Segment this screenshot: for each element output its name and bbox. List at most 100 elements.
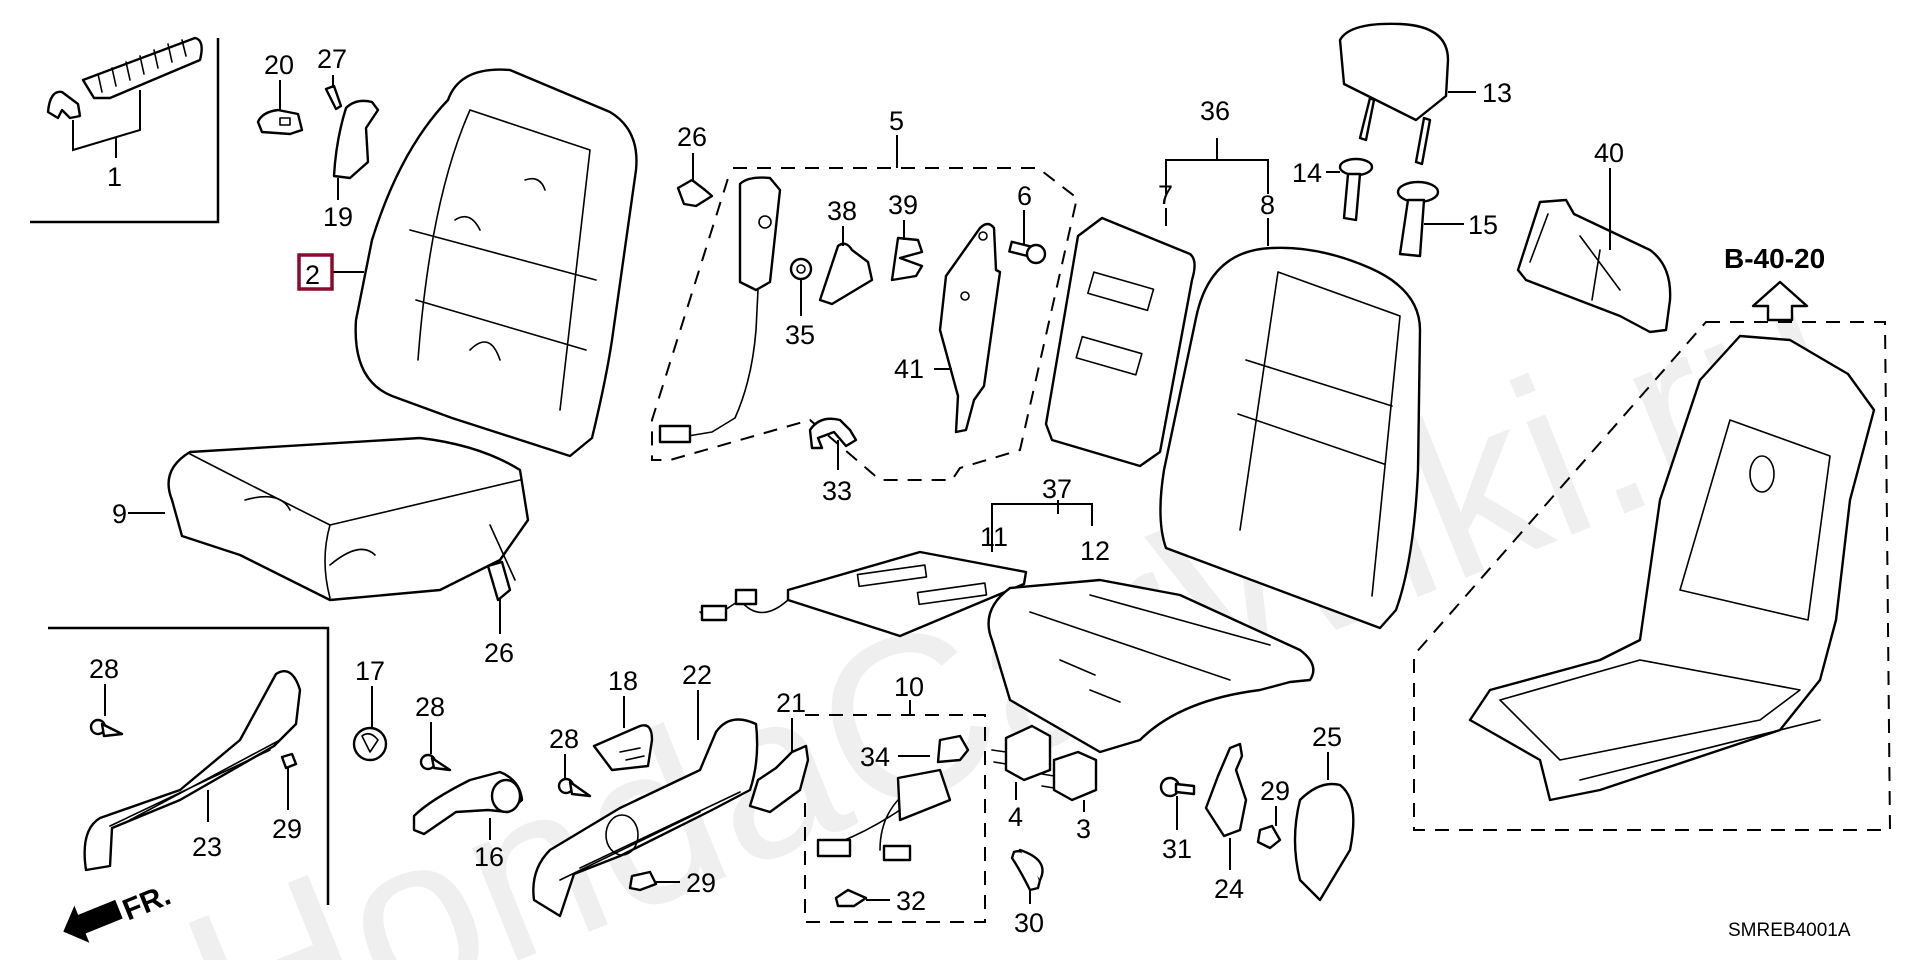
callout-38[interactable]: 38 <box>827 196 857 226</box>
part-38-wire-clip[interactable] <box>818 242 874 306</box>
callout-17[interactable]: 17 <box>355 656 385 686</box>
part-16-handle[interactable] <box>412 770 524 836</box>
callout-39[interactable]: 39 <box>888 190 918 220</box>
part-35-nut[interactable] <box>789 257 813 281</box>
callout-3[interactable]: 3 <box>1076 814 1091 844</box>
reference-label[interactable]: B-40-20 <box>1724 243 1825 274</box>
part-39-clip[interactable] <box>890 236 924 282</box>
callout-13[interactable]: 13 <box>1482 78 1512 108</box>
part-24-bracket[interactable] <box>1204 742 1248 838</box>
part-29-clip-right[interactable] <box>1256 824 1282 850</box>
callout-40[interactable]: 40 <box>1594 138 1624 168</box>
part-30-band-clip[interactable] <box>1010 848 1044 892</box>
part-15-guide-lock[interactable] <box>1396 180 1440 258</box>
part-12-cushion-pad[interactable] <box>987 578 1315 754</box>
front-arrow-icon: FR. <box>63 878 175 943</box>
reference-arrow-icon[interactable] <box>1751 280 1809 322</box>
callout-23[interactable]: 23 <box>192 832 222 862</box>
callout-35[interactable]: 35 <box>785 320 815 350</box>
callout-25[interactable]: 25 <box>1312 722 1342 752</box>
part-34-clip[interactable] <box>936 734 970 764</box>
seat-frame[interactable] <box>1468 334 1876 802</box>
callout-26-upper[interactable]: 26 <box>677 122 707 152</box>
callout-32[interactable]: 32 <box>896 886 926 916</box>
part-20-bracket[interactable] <box>256 108 304 136</box>
callout-28-left[interactable]: 28 <box>89 654 119 684</box>
part-25-cover[interactable] <box>1293 782 1355 902</box>
part-5-group-outline <box>651 167 1079 481</box>
part-13-headrest[interactable] <box>1338 22 1450 166</box>
callout-7[interactable]: 7 <box>1158 180 1173 210</box>
part-29-clip-left[interactable] <box>280 752 298 770</box>
callout-29-mid[interactable]: 29 <box>686 868 716 898</box>
callout-19[interactable]: 19 <box>323 202 353 232</box>
callout-34[interactable]: 34 <box>860 742 890 772</box>
callout-1[interactable]: 1 <box>107 162 122 192</box>
callout-11[interactable]: 11 <box>980 522 1008 552</box>
callout-26-lower[interactable]: 26 <box>484 638 514 668</box>
callout-21[interactable]: 21 <box>776 688 806 718</box>
part-11-heater-pad[interactable] <box>699 550 1028 638</box>
callout-15[interactable]: 15 <box>1468 210 1498 240</box>
part-1-clips[interactable] <box>46 36 203 120</box>
callout-5[interactable]: 5 <box>889 106 904 136</box>
part-8-seatback-pad[interactable] <box>1159 246 1422 630</box>
callout-18[interactable]: 18 <box>608 666 638 696</box>
callout-41[interactable]: 41 <box>894 354 924 384</box>
part-21-cover[interactable] <box>748 744 810 814</box>
part-10-switch-harness[interactable] <box>816 768 952 862</box>
callout-28-mid[interactable]: 28 <box>415 692 445 722</box>
part-2-seatback-cover[interactable] <box>354 68 638 458</box>
callout-9[interactable]: 9 <box>112 499 127 529</box>
callout-4[interactable]: 4 <box>1008 802 1023 832</box>
callout-14[interactable]: 14 <box>1292 158 1322 188</box>
callout-28-right[interactable]: 28 <box>549 724 579 754</box>
part-40-back-trim[interactable] <box>1516 198 1672 334</box>
part-28-screw-right[interactable] <box>557 777 592 798</box>
callout-24[interactable]: 24 <box>1214 874 1244 904</box>
callout-36[interactable]: 36 <box>1200 96 1230 126</box>
part-26-clip-lower[interactable] <box>486 560 512 602</box>
callout-16[interactable]: 16 <box>474 842 504 872</box>
part-22-side-trim[interactable] <box>532 718 759 918</box>
callout-labels: 1 2 3 4 5 6 7 8 9 10 11 12 13 14 15 16 1… <box>89 44 1624 938</box>
leader-1 <box>72 90 141 158</box>
part-26-clip-upper[interactable] <box>676 178 714 208</box>
highlight-box-part-2 <box>297 253 334 291</box>
callout-6[interactable]: 6 <box>1017 181 1032 211</box>
part-7-heater-pad[interactable] <box>1044 216 1196 468</box>
part-23-group-frame <box>48 626 330 905</box>
part-5-side-airbag[interactable] <box>658 176 782 444</box>
part-4-relay[interactable] <box>991 724 1052 782</box>
callout-33[interactable]: 33 <box>822 476 852 506</box>
callout-27[interactable]: 27 <box>317 44 347 74</box>
part-29-clip-mid[interactable] <box>628 870 658 892</box>
part-9-cushion-cover[interactable] <box>167 436 530 602</box>
callout-2[interactable]: 2 <box>305 260 320 290</box>
part-18-knob[interactable] <box>592 724 654 772</box>
part-19-trim[interactable] <box>332 99 380 180</box>
part-28-screw-left[interactable] <box>89 718 124 738</box>
callout-29-left[interactable]: 29 <box>272 814 302 844</box>
part-31-bolt[interactable] <box>1159 776 1196 798</box>
part-23-side-cover[interactable] <box>83 670 302 872</box>
part-32-clip[interactable] <box>834 888 868 908</box>
callout-20[interactable]: 20 <box>264 50 294 80</box>
part-27-screw[interactable] <box>324 84 343 111</box>
part-14-guide[interactable] <box>1338 157 1374 222</box>
part-1-group-frame <box>30 38 220 224</box>
callout-30[interactable]: 30 <box>1014 908 1044 938</box>
callout-31[interactable]: 31 <box>1162 834 1192 864</box>
part-41-bracket[interactable] <box>938 222 1002 434</box>
part-17-cover[interactable] <box>352 726 388 762</box>
part-33-clamp[interactable] <box>808 417 858 450</box>
callout-22[interactable]: 22 <box>682 660 712 690</box>
part-3-relay[interactable] <box>1041 750 1098 802</box>
callout-12[interactable]: 12 <box>1080 536 1110 566</box>
callout-8[interactable]: 8 <box>1260 190 1275 220</box>
callout-10[interactable]: 10 <box>894 672 924 702</box>
callout-37[interactable]: 37 <box>1042 474 1072 504</box>
callout-29-right[interactable]: 29 <box>1260 776 1290 806</box>
part-6-bolt[interactable] <box>1008 240 1047 265</box>
part-28-screw-mid[interactable] <box>419 753 452 772</box>
